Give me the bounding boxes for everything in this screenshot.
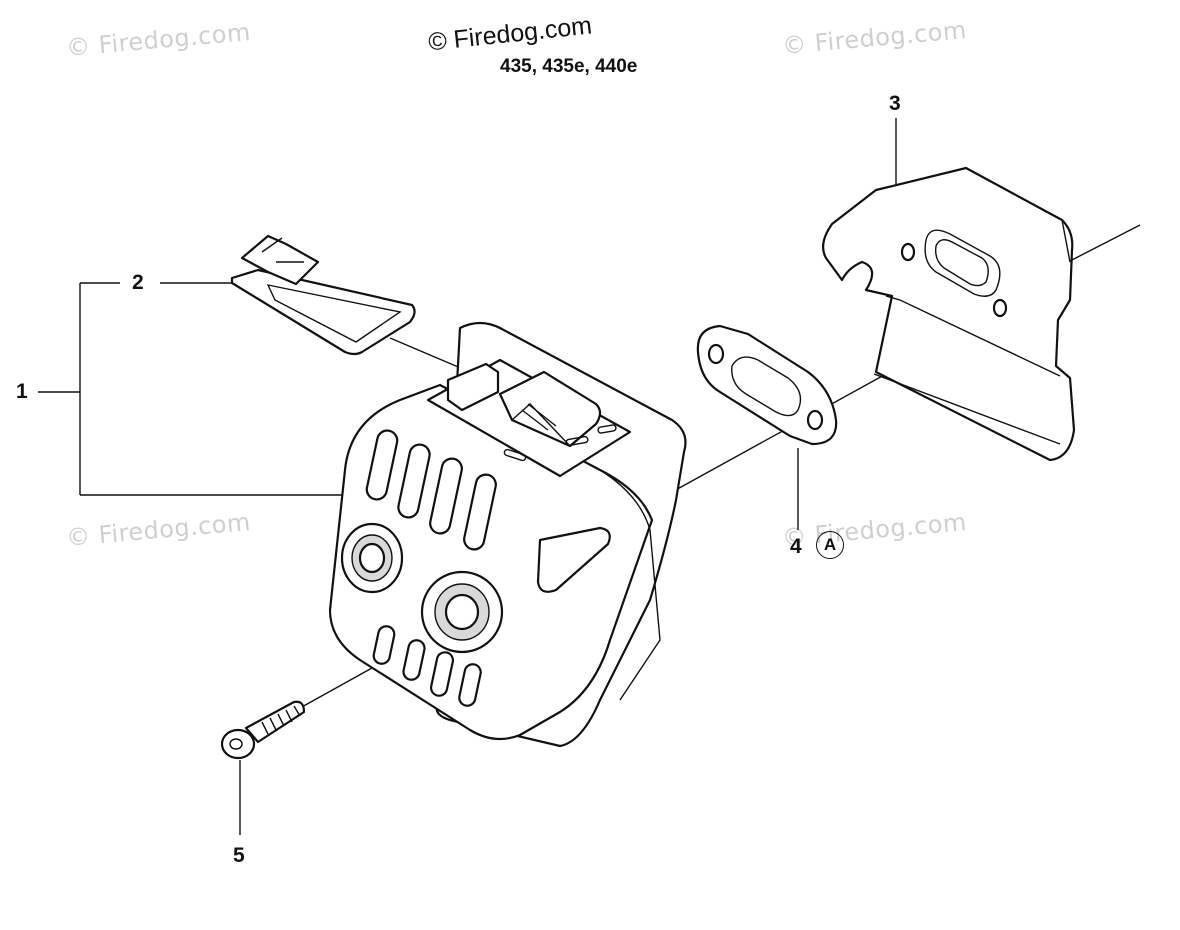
cooling-ribs (365, 429, 497, 707)
callout-4: 4 (790, 535, 802, 558)
muffler-gasket (696, 324, 838, 446)
muffler-body (328, 321, 687, 748)
heat-shield-bracket (821, 166, 1076, 462)
reference-a-badge: A (816, 531, 844, 559)
callout-2: 2 (132, 271, 144, 294)
model-list: 435, 435e, 440e (500, 56, 638, 77)
muffler-screw (220, 700, 306, 760)
callout-3: 3 (889, 92, 901, 115)
callout-1: 1 (16, 380, 28, 403)
muffler-outlets (340, 522, 504, 654)
muffler-deflector (426, 358, 632, 478)
spark-arrestor-screen (230, 234, 416, 356)
callout-5: 5 (233, 844, 245, 867)
